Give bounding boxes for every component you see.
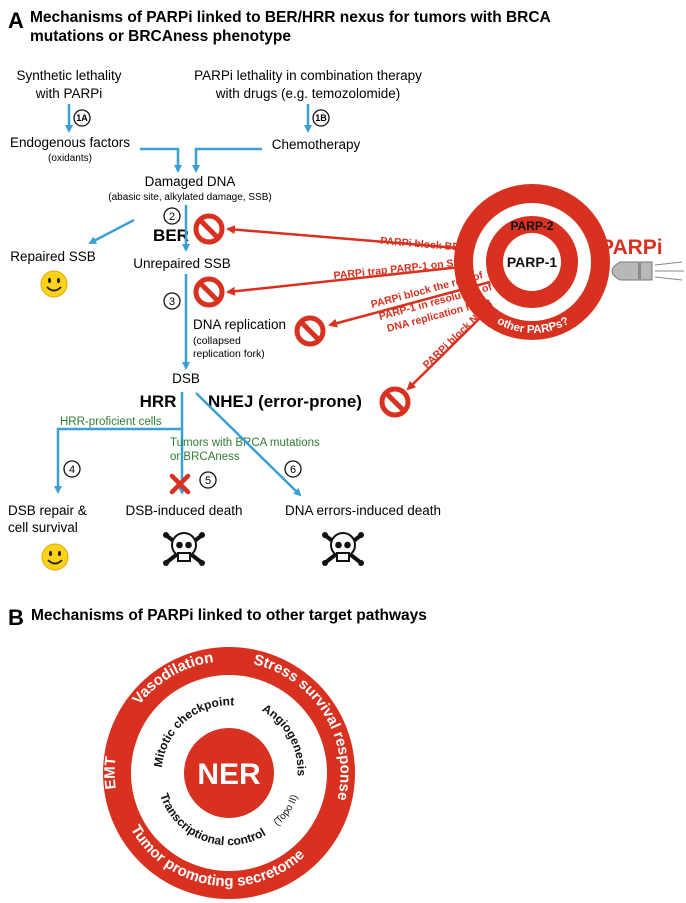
unrepaired-ssb-label: Unrepaired SSB (133, 256, 231, 271)
chemotherapy-label: Chemotherapy (272, 137, 361, 152)
step-2-badge (163, 207, 181, 225)
no-sign-ber (196, 216, 222, 242)
step-2-number: 2 (169, 211, 175, 223)
arrow-block-ber (226, 225, 471, 251)
step-6-badge (284, 460, 302, 478)
panel-b-title: Mechanisms of PARPi linked to other targ… (31, 607, 427, 624)
step-4-badge (63, 460, 81, 478)
synthetic-lethality-label: Synthetic lethality (16, 68, 121, 83)
arrow-chemo-to-damaged (192, 147, 262, 173)
step-4-number: 4 (69, 464, 75, 476)
dsb-label: DSB (172, 371, 200, 386)
no-sign-replication (297, 318, 323, 344)
panel-b-letter: B (8, 605, 24, 630)
step-6-number: 6 (290, 464, 296, 476)
arrow-hrr-proficient (54, 392, 184, 494)
smiley-icon-repaired (40, 270, 68, 298)
step-3-number: 3 (169, 296, 175, 308)
no-sign-ssb (196, 279, 222, 305)
ner-label: NER (197, 758, 261, 791)
bullet-icon (611, 261, 684, 281)
collapsed-fork-label-2: replication fork) (193, 348, 265, 360)
step-1b-badge (312, 109, 330, 127)
synthetic-lethality-label-2: with PARPi (35, 86, 103, 101)
tumors-brca-label: Tumors with BRCA mutations (170, 437, 320, 449)
ber-label: BER (153, 226, 189, 245)
smiley-icon-survival (41, 543, 69, 571)
panel-a-title-line1: Mechanisms of PARPi linked to BER/HRR ne… (30, 9, 551, 26)
endogenous-factors-label: Endogenous factors (10, 135, 130, 150)
step-5-badge (199, 471, 217, 489)
arrow-block-nhej (406, 315, 483, 391)
panel-a-title-line2: mutations or BRCAness phenotype (30, 28, 291, 45)
nhej-label: NHEJ (error-prone) (208, 392, 362, 411)
parp1-label: PARP-1 (507, 254, 558, 270)
combination-therapy-label: PARPi lethality in combination therapy (194, 68, 422, 83)
dsb-repair-label: DSB repair & (8, 503, 87, 518)
pathway-target (103, 647, 355, 899)
step-1a-badge (73, 109, 91, 127)
no-sign-nhej (382, 389, 408, 415)
panel-a-letter: A (8, 8, 24, 33)
arrow-trap-parp1 (226, 264, 471, 296)
cell-survival-label: cell survival (8, 520, 78, 535)
dsb-induced-death-label: DSB-induced death (125, 503, 242, 518)
damaged-dna-label: Damaged DNA (145, 174, 236, 189)
arrow-block-replication (328, 280, 491, 328)
oxidants-label: (oxidants) (48, 153, 92, 164)
block-ber-label: PARPi block BER (380, 235, 468, 254)
red-x-icon (169, 473, 191, 495)
parpi-label: PARPi (600, 236, 663, 259)
repaired-ssb-label: Repaired SSB (10, 249, 96, 264)
step-5-number: 5 (205, 475, 211, 487)
skull-icon-dna-errors (320, 530, 366, 568)
step-1b-number: 1B (315, 113, 327, 123)
step-1a-number: 1A (76, 113, 88, 123)
parp2-label: PARP-2 (510, 219, 553, 233)
hrr-proficient-label: HRR-proficient cells (60, 416, 162, 428)
collapsed-fork-label: (collapsed (193, 335, 241, 347)
damaged-dna-detail: (abasic site, alkylated damage, SSB) (108, 192, 271, 203)
dna-replication-label: DNA replication (193, 317, 286, 332)
tumors-brca-label-2: or BRCAness (170, 451, 240, 463)
step-3-badge (163, 292, 181, 310)
emt-label: EMT (102, 756, 120, 790)
combination-therapy-label-2: with drugs (e.g. temozolomide) (215, 86, 401, 101)
dna-errors-death-label: DNA errors-induced death (285, 503, 441, 518)
arrow-dna-errors-death (195, 392, 302, 497)
arrow-endogenous-to-damaged (140, 147, 182, 173)
arrow-to-repaired-ssb (88, 218, 135, 245)
parp-target (454, 184, 610, 340)
skull-icon-dsb (161, 530, 207, 568)
hrr-label: HRR (140, 392, 177, 411)
